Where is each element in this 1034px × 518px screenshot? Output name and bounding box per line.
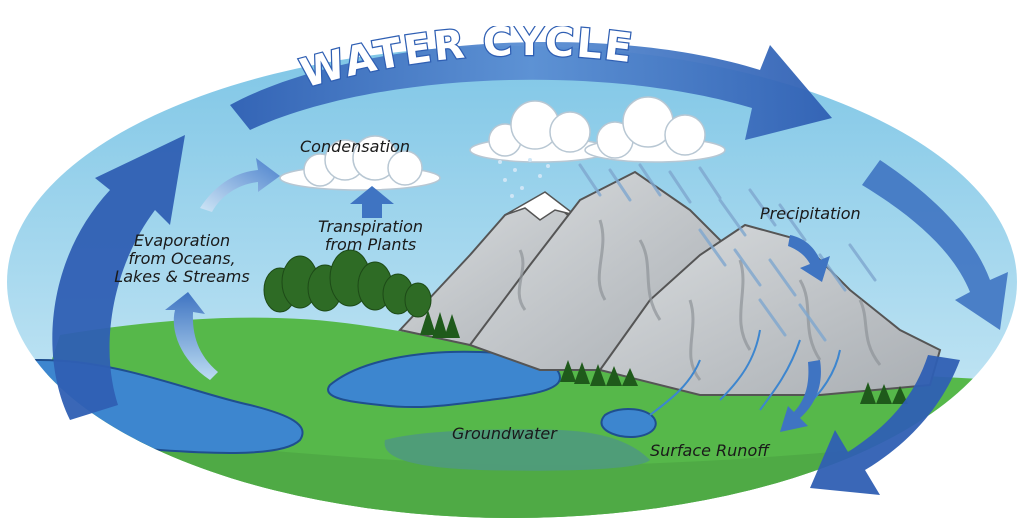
cloud-condensation bbox=[279, 135, 441, 191]
label-condensation: Condensation bbox=[300, 137, 411, 156]
cloud-rain-left bbox=[469, 100, 611, 163]
svg-text:WATER CYCLE: WATER CYCLE bbox=[296, 26, 637, 96]
precipitation-arrow bbox=[788, 235, 830, 282]
label-evaporation-line2: from Oceans, bbox=[128, 248, 236, 268]
cycle-arrow-right bbox=[862, 160, 1008, 330]
pond bbox=[600, 408, 657, 438]
mountain-right bbox=[598, 223, 942, 396]
transpiration-arrow bbox=[350, 186, 394, 218]
evaporation-arrow-curve bbox=[200, 158, 280, 212]
cycle-arrow-bottom-right bbox=[810, 355, 960, 495]
label-transpiration: Transpiration from Plants bbox=[313, 218, 428, 254]
label-evaporation-line3: Lakes & Streams bbox=[114, 266, 250, 286]
rain bbox=[578, 163, 877, 342]
label-transpiration-line1: Transpiration bbox=[317, 217, 424, 236]
label-surface-runoff: Surface Runoff bbox=[650, 441, 769, 460]
label-groundwater: Groundwater bbox=[452, 424, 557, 443]
forest-left bbox=[263, 249, 432, 318]
runoff-streams bbox=[649, 329, 841, 416]
runoff-arrow bbox=[780, 360, 821, 432]
cycle-arrow-top bbox=[230, 41, 832, 140]
label-evaporation: Evaporation from Oceans, Lakes & Streams bbox=[112, 232, 252, 286]
cycle-arrow-left bbox=[52, 135, 186, 420]
snowflakes bbox=[498, 158, 550, 198]
mountain-snowcap bbox=[504, 191, 576, 221]
page-title: WATER CYCLE bbox=[295, 26, 637, 96]
label-transpiration-line2: from Plants bbox=[324, 234, 417, 254]
cloud-rain-right bbox=[584, 96, 726, 163]
label-precipitation: Precipitation bbox=[760, 204, 861, 223]
groundwater-body bbox=[384, 429, 650, 471]
lake bbox=[327, 350, 562, 409]
evaporation-arrow-up bbox=[165, 292, 218, 380]
conifers bbox=[420, 310, 908, 404]
label-evaporation-line1: Evaporation bbox=[133, 231, 231, 250]
